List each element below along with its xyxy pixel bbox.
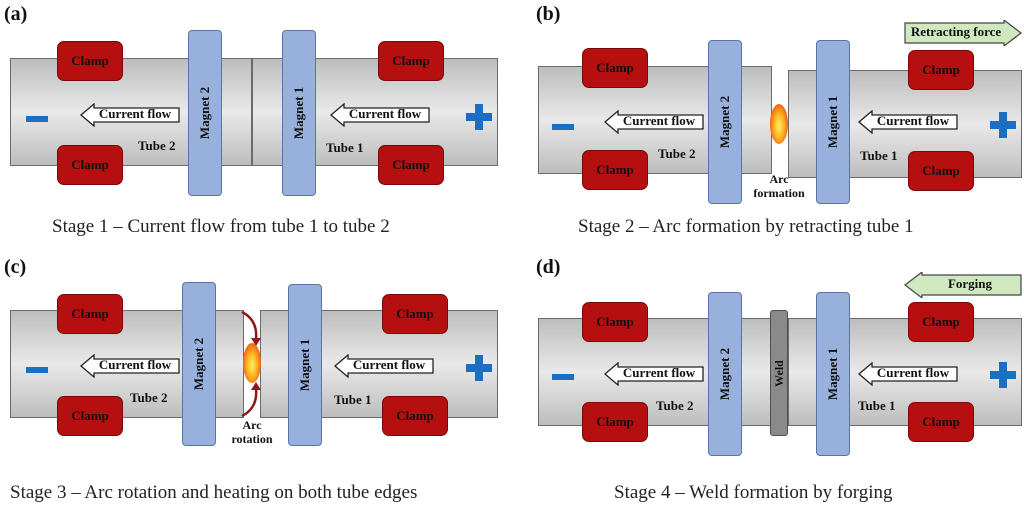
stage-caption: Stage 4 – Weld formation by forging	[614, 482, 893, 503]
magnet-2: Magnet 2	[188, 30, 222, 196]
tube-2-label: Tube 2	[656, 398, 694, 413]
tube-2-label: Tube 2	[138, 138, 176, 153]
tube-2-label: Tube 2	[658, 146, 696, 161]
stage-caption: Stage 3 – Arc rotation and heating on bo…	[10, 482, 418, 503]
tube-1-label: Tube 1	[326, 140, 364, 155]
current-flow-arrow: Current flow	[334, 354, 434, 378]
retracting-force-label: Retracting force	[910, 24, 1002, 39]
arc-flame-icon	[243, 343, 261, 383]
clamp: Clamp	[57, 41, 123, 81]
clamp: Clamp	[582, 302, 648, 342]
current-flow-arrow: Current flow	[858, 362, 958, 386]
panel-label: (b)	[536, 3, 561, 25]
current-flow-arrow: Current flow	[858, 110, 958, 134]
plus-sign-icon	[466, 104, 492, 130]
magnet-1: Magnet 1	[816, 292, 850, 456]
stage-caption: Stage 1 – Current flow from tube 1 to tu…	[52, 216, 390, 237]
retracting-force-arrow	[904, 20, 1022, 46]
current-flow-arrow: Current flow	[604, 110, 704, 134]
minus-sign-icon	[552, 124, 574, 130]
plus-sign-icon	[990, 362, 1016, 388]
clamp: Clamp	[57, 294, 123, 334]
magnet-2: Magnet 2	[708, 292, 742, 456]
current-flow-arrow: Current flow	[80, 103, 180, 127]
minus-sign-icon	[552, 374, 574, 380]
minus-sign-icon	[26, 116, 48, 122]
clamp: Clamp	[582, 48, 648, 88]
forging-label: Forging	[947, 276, 993, 291]
rotation-arrows-icon	[241, 310, 261, 418]
arc-formation-label: Arc formation	[753, 172, 805, 200]
panel-label: (d)	[536, 256, 561, 278]
clamp: Clamp	[378, 145, 444, 185]
tube-1-label: Tube 1	[858, 398, 896, 413]
arc-rotation-label: Arc rotation	[231, 418, 273, 446]
current-flow-arrow: Current flow	[80, 354, 180, 378]
minus-sign-icon	[26, 367, 48, 373]
clamp: Clamp	[908, 402, 974, 442]
clamp: Clamp	[908, 50, 974, 90]
tube-1-label: Tube 1	[860, 148, 898, 163]
current-flow-arrow: Current flow	[604, 362, 704, 386]
clamp: Clamp	[908, 151, 974, 191]
tube-2-label: Tube 2	[130, 390, 168, 405]
arc-flame-icon	[770, 104, 788, 144]
plus-sign-icon	[466, 355, 492, 381]
plus-sign-icon	[990, 112, 1016, 138]
magnet-1: Magnet 1	[816, 40, 850, 204]
forging-force-arrow	[904, 272, 1022, 298]
magnet-2: Magnet 2	[182, 282, 216, 446]
tube-1-label: Tube 1	[334, 392, 372, 407]
panel-label: (a)	[4, 3, 28, 25]
clamp: Clamp	[908, 302, 974, 342]
magnet-1: Magnet 1	[282, 30, 316, 196]
clamp: Clamp	[582, 402, 648, 442]
clamp: Clamp	[378, 41, 444, 81]
clamp: Clamp	[57, 145, 123, 185]
weld: Weld	[770, 310, 788, 436]
clamp: Clamp	[382, 396, 448, 436]
clamp: Clamp	[582, 150, 648, 190]
panel-label: (c)	[4, 256, 27, 278]
stage-caption: Stage 2 – Arc formation by retracting tu…	[578, 216, 914, 237]
clamp: Clamp	[382, 294, 448, 334]
magnet-2: Magnet 2	[708, 40, 742, 204]
current-flow-arrow: Current flow	[330, 103, 430, 127]
magnet-1: Magnet 1	[288, 284, 322, 446]
clamp: Clamp	[57, 396, 123, 436]
